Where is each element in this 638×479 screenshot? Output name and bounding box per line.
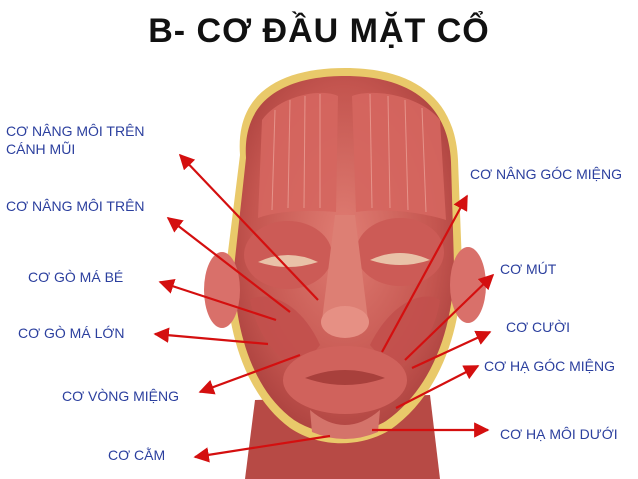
label-cuoi: CƠ CƯỜI [506, 319, 570, 335]
arrow-mut [404, 273, 495, 361]
nose-tip [321, 306, 369, 338]
label-go-ma-be: CƠ GÒ MÁ BÉ [28, 269, 124, 285]
mouth [305, 370, 385, 385]
label-cam: CƠ CẰM [108, 447, 166, 463]
page-title: B- CƠ ĐẦU MẶT CỔ [148, 12, 490, 50]
left-cheek [250, 296, 320, 370]
arrow-nang-moi-tren [166, 217, 291, 313]
right-eye [370, 253, 430, 265]
chin [310, 410, 380, 439]
label-line-2: CÁNH MŨI [6, 141, 76, 157]
label-ha-moi-duoi: CƠ HẠ MÔI DƯỚI [500, 426, 618, 442]
label-line-1: CƠ NÂNG MÔI TRÊN [6, 123, 145, 139]
label-nang-moi-tren: CƠ NÂNG MÔI TRÊN [6, 198, 145, 214]
arrow-nang-goc-mieng [381, 194, 468, 353]
arrow-cuoi [411, 330, 492, 369]
arrow-go-ma-be [158, 278, 277, 322]
label-go-ma-lon: CƠ GÒ MÁ LỚN [18, 325, 125, 341]
arrow-go-ma-lon [153, 327, 269, 346]
left-eye [258, 255, 318, 267]
label-vong-mieng: CƠ VÒNG MIỆNG [62, 388, 180, 404]
label-nang-moi-tren-canh-mui: CƠ NÂNG MÔI TRÊN CÁNH MŨI [6, 122, 145, 158]
right-cheek [370, 296, 440, 370]
arrow-ha-goc-mieng [395, 365, 480, 409]
frontalis-left [258, 92, 338, 218]
label-nang-goc-mieng: CƠ NÂNG GÓC MIỆNG [470, 166, 623, 182]
arrow-nang-moi-tren-canh-mui [178, 153, 319, 301]
left-ear [204, 252, 240, 328]
label-ha-goc-mieng: CƠ HẠ GÓC MIỆNG [484, 358, 616, 374]
right-orbicularis-oculi [356, 218, 444, 286]
right-ear [450, 247, 486, 323]
label-mut: CƠ MÚT [500, 261, 557, 277]
arrow-vong-mieng [198, 353, 301, 395]
arrow-cam [193, 434, 331, 463]
nose [322, 215, 368, 332]
